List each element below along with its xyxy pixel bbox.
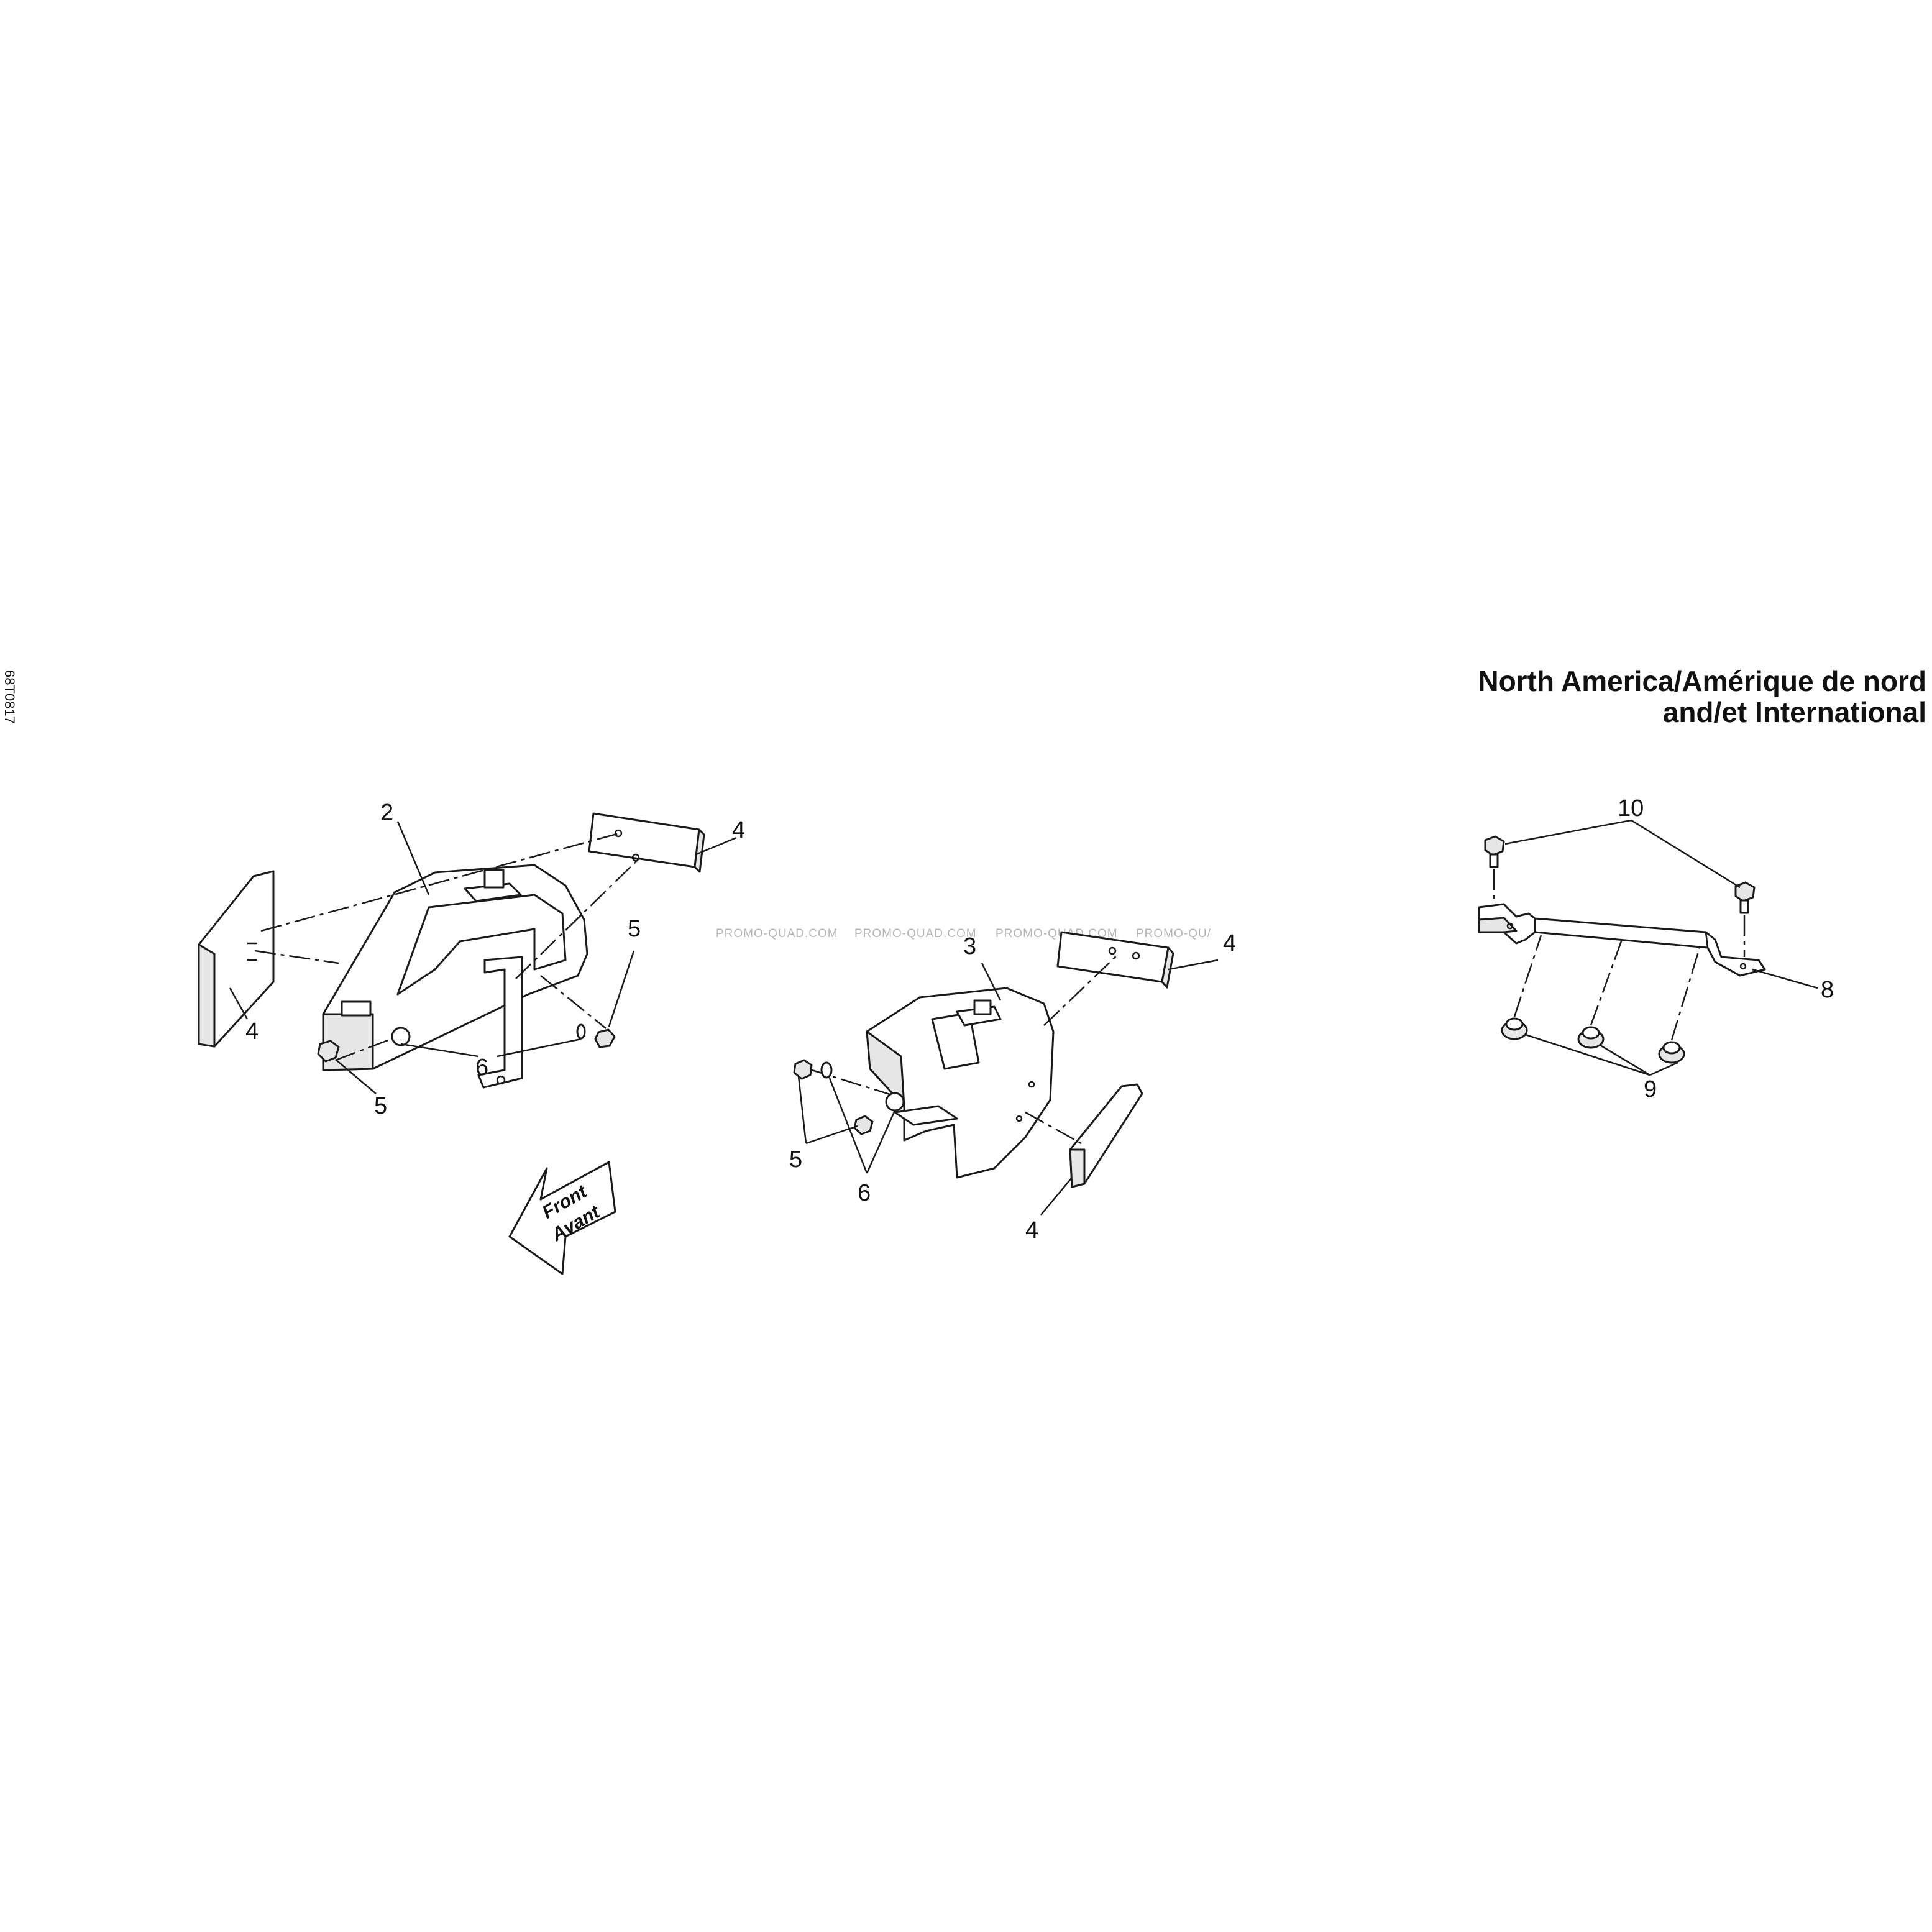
right-grommet-1 [1501,1017,1528,1040]
leader-right-9 [1525,1033,1678,1076]
callout-left-5-right: 5 [628,916,641,942]
middle-dash-line-1 [1043,953,1119,1026]
leader-middle-6 [828,1078,896,1174]
middle-nut-2 [853,1115,874,1135]
left-mount-body [322,864,588,1089]
title-line-2: and/et International [1663,696,1926,728]
left-reflector-side [198,870,275,1048]
callout-left-5-bottom: 5 [374,1093,387,1119]
right-dash-grommet-3 [1670,947,1701,1041]
front-direction-arrow: Front Avant [508,1161,616,1275]
left-dash-line-1 [260,831,622,932]
callout-middle-4-top: 4 [1223,930,1236,956]
middle-washer-2 [885,1092,905,1112]
leader-left-4-top [695,836,737,856]
leader-middle-4-bottom [1040,1177,1073,1216]
watermark-2: PROMO-QUAD.COM [854,927,977,940]
leader-right-8 [1752,968,1818,989]
callout-middle-3: 3 [963,933,976,959]
left-dash-line-5 [540,975,607,1029]
middle-nut-1 [793,1059,813,1080]
left-nut-right [594,1028,616,1048]
callout-right-8: 8 [1821,977,1834,1003]
reference-code: 68T0817 [2,670,17,724]
leader-left-2 [396,821,430,895]
middle-assembly: 3 4 4 5 6 [789,930,1236,1243]
title-line-1: North America/Amérique de nord [1478,665,1926,697]
right-bracket [1478,903,1766,977]
callout-middle-5: 5 [789,1147,802,1173]
leader-left-4-bottom [229,987,249,1020]
left-dash-line-2 [254,950,339,964]
left-dash-line-3 [515,857,641,979]
watermark-4: PROMO-QU/ [1136,927,1211,940]
left-nut-bottom [317,1040,340,1063]
right-bolt-2 [1734,881,1756,914]
leader-middle-4-top [1168,959,1219,971]
right-grommet-2 [1577,1026,1605,1049]
right-dash-grommet-1 [1513,935,1542,1017]
leader-middle-3 [981,963,1002,1001]
left-washer-1 [391,1027,411,1046]
middle-mount-body [866,987,1055,1179]
leader-left-6 [400,1038,582,1058]
middle-reflector-top [1056,931,1174,989]
callout-left-6: 6 [475,1055,488,1081]
left-washer-2 [576,1023,586,1040]
right-dash-grommet-2 [1590,939,1623,1026]
watermark-1: PROMO-QUAD.COM [716,927,838,940]
middle-dash-line-2 [1025,1111,1082,1145]
callout-right-10: 10 [1618,795,1644,822]
left-dash-line-4 [335,1035,398,1061]
right-grommet-3 [1658,1041,1685,1064]
callout-middle-6: 6 [858,1180,871,1206]
callout-right-9: 9 [1644,1076,1657,1102]
leader-middle-5 [797,1076,858,1145]
middle-reflector-bottom [1069,1083,1143,1188]
callout-left-4-bottom: 4 [245,1019,259,1045]
callout-left-2: 2 [380,800,393,826]
callout-left-4-top: 4 [732,817,745,843]
leader-right-10 [1504,819,1741,889]
right-assembly: 10 8 9 [1478,795,1834,1102]
left-assembly: 2 4 4 5 5 6 [198,800,745,1119]
leader-left-5-bottom [335,1059,377,1094]
middle-washer-1 [820,1061,833,1079]
callout-middle-4-bottom: 4 [1025,1217,1038,1243]
leader-left-5-right [608,950,635,1027]
left-reflector-top [588,812,705,873]
right-bolt-1 [1484,835,1505,868]
